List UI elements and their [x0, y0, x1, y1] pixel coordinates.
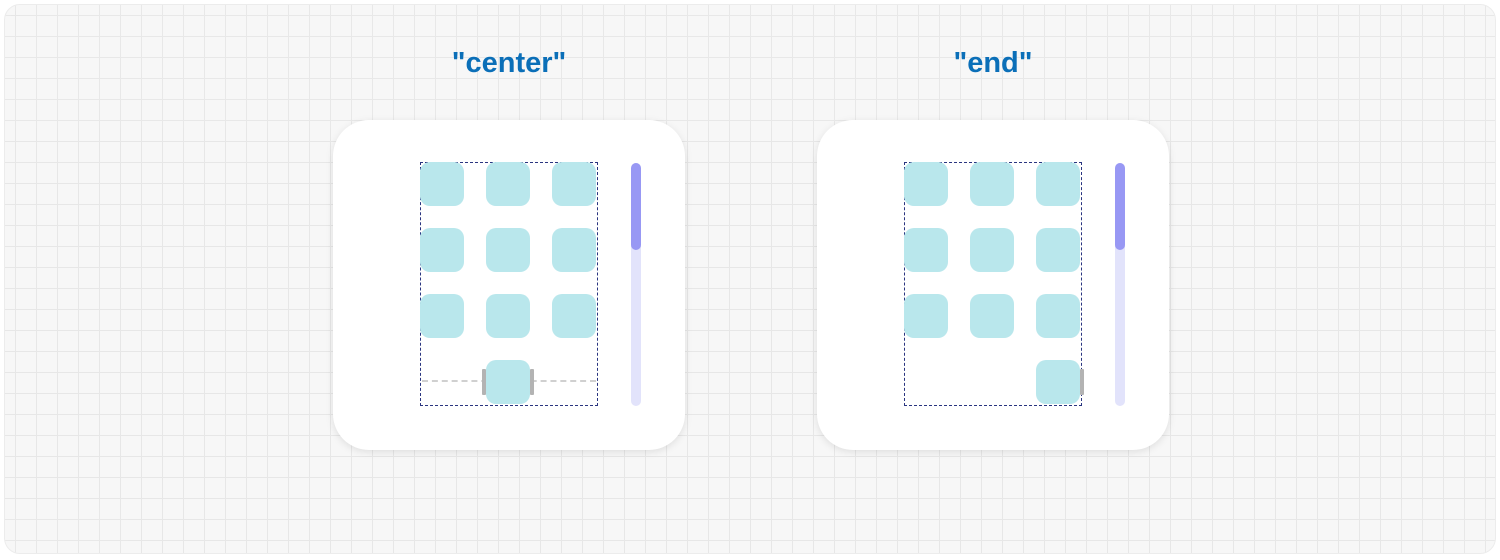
grid-item	[486, 228, 530, 272]
grid-item	[904, 162, 948, 206]
grid-item	[486, 162, 530, 206]
grid-item	[904, 294, 948, 338]
scrollbar-track[interactable]	[1115, 163, 1125, 406]
scrollbar-thumb[interactable]	[631, 163, 641, 251]
grid-item	[904, 228, 948, 272]
scrollbar-track[interactable]	[631, 163, 641, 406]
grid-item-last-row	[486, 360, 530, 404]
panel-title-end: "end"	[953, 47, 1033, 79]
grid-item	[420, 162, 464, 206]
grid-item	[970, 228, 1014, 272]
grid-item	[970, 162, 1014, 206]
grid-item	[1036, 228, 1080, 272]
panel-card-center	[333, 120, 685, 450]
grid-item	[1036, 294, 1080, 338]
scrollbar-thumb[interactable]	[1115, 163, 1125, 251]
alignment-marker	[530, 369, 534, 395]
grid-item	[420, 228, 464, 272]
panel-title-center: "center"	[451, 47, 567, 79]
grid-item	[486, 294, 530, 338]
alignment-marker	[482, 369, 486, 395]
grid-item	[552, 294, 596, 338]
grid-item-last-row	[1036, 360, 1080, 404]
background-grid	[5, 5, 1495, 553]
panel-card-end	[817, 120, 1169, 450]
diagram-canvas: "center" "end"	[4, 4, 1496, 554]
grid-item	[970, 294, 1014, 338]
grid-item	[552, 228, 596, 272]
grid-item	[1036, 162, 1080, 206]
alignment-marker	[1080, 369, 1084, 395]
grid-item	[552, 162, 596, 206]
grid-item	[420, 294, 464, 338]
